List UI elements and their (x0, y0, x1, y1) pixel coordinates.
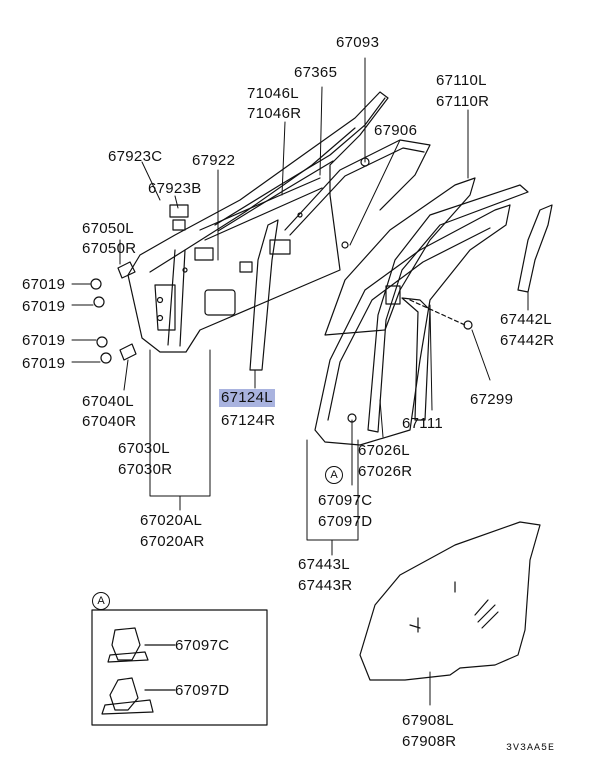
callout-67097c: 67097C (318, 492, 373, 509)
callout-67906: 67906 (374, 122, 418, 139)
callout-67124r: 67124R (221, 412, 276, 429)
callout-67923b: 67923B (148, 180, 202, 197)
callout-67110l: 67110L (436, 72, 487, 89)
callout-67110r: 67110R (436, 93, 490, 110)
callout-67923c: 67923C (108, 148, 163, 165)
callout-67124l-highlighted: 67124L (219, 389, 275, 407)
inner-run-channel (284, 139, 431, 236)
callout-67050l: 67050L (82, 220, 134, 237)
callout-67019-2: 67019 (22, 298, 66, 315)
callout-67442l: 67442L (500, 311, 552, 328)
callout-67922: 67922 (192, 152, 236, 169)
callout-67019-3: 67019 (22, 332, 66, 349)
callout-67097d: 67097D (318, 513, 373, 530)
frame-weatherstrip (314, 204, 511, 446)
door-inner-panel (127, 91, 389, 353)
callout-71046l: 71046L (247, 85, 299, 102)
callout-67026l: 67026L (358, 442, 410, 459)
detail-callout-67097c: 67097C (175, 637, 230, 654)
callout-67019-1: 67019 (22, 276, 66, 293)
callout-67442r: 67442R (500, 332, 555, 349)
callout-67365: 67365 (294, 64, 338, 81)
reference-marker-a: A (325, 466, 343, 484)
window-regulator-rail (385, 285, 431, 421)
callout-67908l: 67908L (402, 712, 454, 729)
window-weatherstrip (214, 97, 386, 232)
callout-67908r: 67908R (402, 733, 457, 750)
diagram-code: 3V3AA5E (506, 743, 556, 754)
callout-67111: 67111 (402, 415, 443, 432)
detail-callout-67097d: 67097D (175, 682, 230, 699)
division-bar (249, 219, 279, 371)
callout-67050r: 67050R (82, 240, 137, 257)
callout-71046r: 71046R (247, 105, 302, 122)
callout-67443r: 67443R (298, 577, 353, 594)
callout-67030r: 67030R (118, 461, 173, 478)
callout-67019-4: 67019 (22, 355, 66, 372)
leader-lines (71, 57, 529, 706)
callout-67443l: 67443L (298, 556, 350, 573)
detail-box (91, 609, 268, 726)
callout-67040l: 67040L (82, 393, 134, 410)
outer-weatherstrip (517, 204, 553, 293)
dashed-leader (409, 299, 466, 326)
separate-glass (359, 521, 541, 681)
callout-67093: 67093 (336, 34, 380, 51)
callout-67299: 67299 (470, 391, 514, 408)
callout-67020ar: 67020AR (140, 533, 205, 550)
callout-67040r: 67040R (82, 413, 137, 430)
sash-channel (367, 184, 529, 433)
callout-67026r: 67026R (358, 463, 413, 480)
callout-67020al: 67020AL (140, 512, 203, 529)
callout-67030l: 67030L (118, 440, 170, 457)
detail-marker-a: A (92, 592, 110, 610)
fastener-bolts (90, 157, 473, 423)
door-glass (324, 177, 476, 336)
